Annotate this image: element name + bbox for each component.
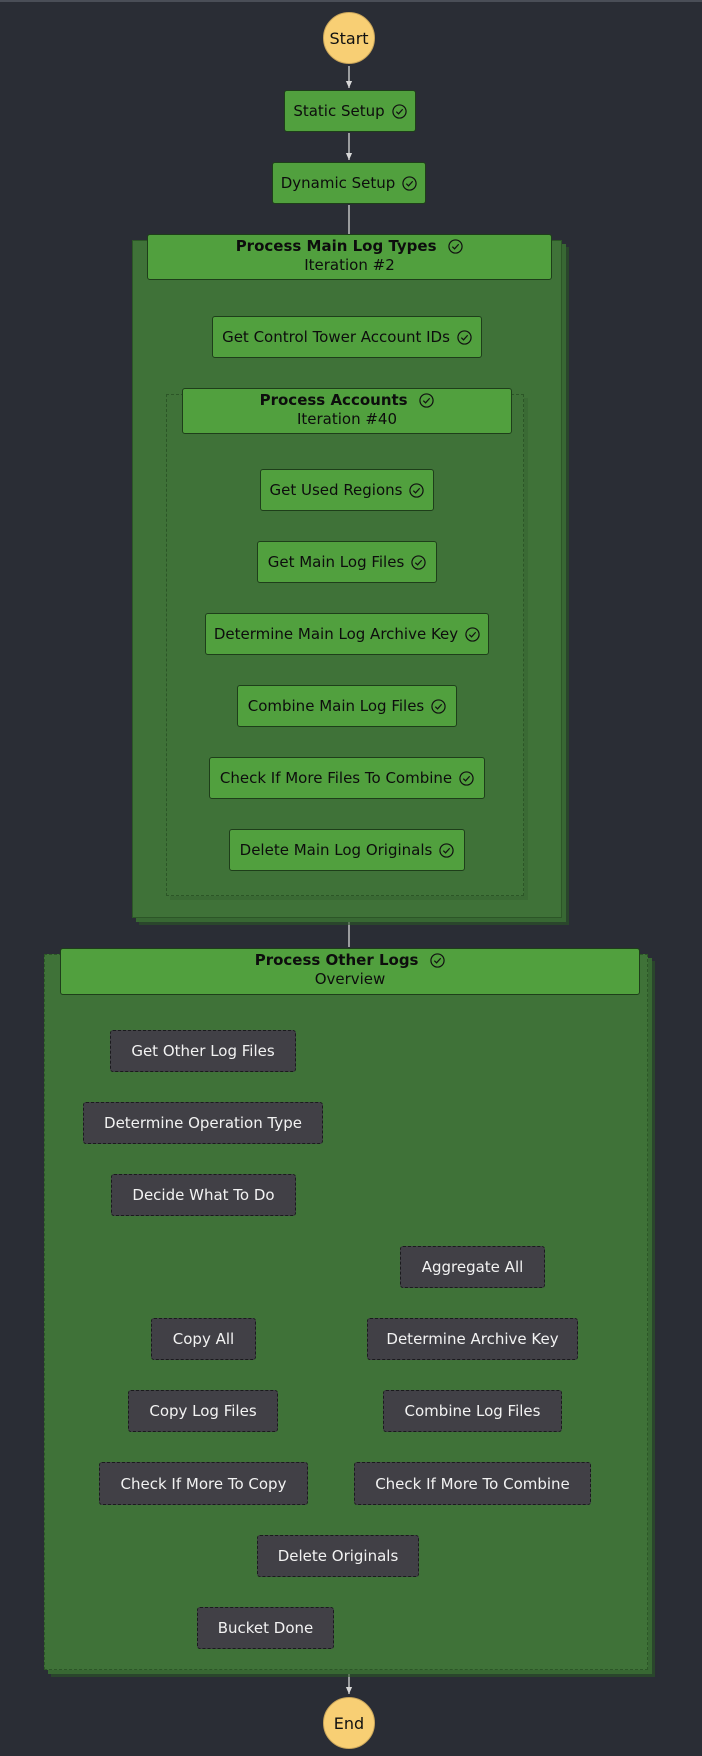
determine-archive-key-node[interactable]: Determine Archive Key: [367, 1318, 578, 1360]
check-circle-icon: [402, 175, 417, 191]
start-node[interactable]: Start: [323, 12, 375, 64]
node-label: Combine Main Log Files: [247, 697, 425, 715]
node-label: Check If More Files To Combine: [219, 769, 453, 787]
node-label: Decide What To Do: [132, 1186, 275, 1204]
check-circle-icon: [409, 482, 425, 498]
copy-log-files-node[interactable]: Copy Log Files: [128, 1390, 278, 1432]
group-subtitle: Overview: [314, 970, 386, 988]
check-more-to-copy-node[interactable]: Check If More To Copy: [99, 1462, 308, 1505]
group-subtitle: Iteration #2: [304, 256, 395, 274]
end-label: End: [333, 1713, 365, 1733]
start-label: Start: [329, 28, 369, 48]
node-label: Bucket Done: [217, 1619, 314, 1637]
check-circle-icon: [439, 842, 455, 858]
group-header-main-log-types[interactable]: Process Main Log Types Iteration #2: [147, 234, 552, 280]
node-label: Delete Main Log Originals: [239, 841, 433, 859]
end-node[interactable]: End: [323, 1697, 375, 1749]
node-label: Combine Log Files: [404, 1402, 541, 1420]
check-circle-icon: [430, 953, 445, 968]
group-title: Process Other Logs: [254, 951, 419, 969]
node-label: Copy All: [172, 1330, 235, 1348]
check-circle-icon: [448, 239, 463, 254]
check-more-files-combine-node[interactable]: Check If More Files To Combine: [209, 757, 485, 799]
check-circle-icon: [411, 554, 426, 570]
window-top-border: [0, 0, 702, 2]
node-label: Determine Operation Type: [104, 1114, 302, 1132]
node-label: Get Main Log Files: [267, 553, 405, 571]
aggregate-all-node[interactable]: Aggregate All: [400, 1246, 545, 1288]
group-subtitle: Iteration #40: [296, 410, 398, 428]
node-label: Aggregate All: [421, 1258, 524, 1276]
node-label: Get Used Regions: [269, 481, 403, 499]
node-label: Copy Log Files: [149, 1402, 257, 1420]
get-control-tower-ids-node[interactable]: Get Control Tower Account IDs: [212, 316, 482, 358]
copy-all-node[interactable]: Copy All: [151, 1318, 256, 1360]
get-main-log-files-node[interactable]: Get Main Log Files: [257, 541, 437, 583]
node-label: Get Control Tower Account IDs: [222, 328, 450, 346]
group-title: Process Accounts: [259, 391, 408, 409]
node-label: Dynamic Setup: [280, 174, 396, 192]
group-title: Process Main Log Types: [235, 237, 437, 255]
check-more-to-combine-node[interactable]: Check If More To Combine: [354, 1462, 591, 1505]
delete-main-originals-node[interactable]: Delete Main Log Originals: [229, 829, 465, 871]
get-other-log-files-node[interactable]: Get Other Log Files: [110, 1030, 296, 1072]
node-label: Get Other Log Files: [131, 1042, 275, 1060]
determine-operation-type-node[interactable]: Determine Operation Type: [83, 1102, 323, 1144]
check-circle-icon: [459, 770, 474, 786]
check-circle-icon: [465, 626, 480, 642]
delete-originals-node[interactable]: Delete Originals: [257, 1535, 419, 1577]
group-header-other-logs[interactable]: Process Other Logs Overview: [60, 948, 640, 995]
node-label: Determine Main Log Archive Key: [213, 625, 459, 643]
node-label: Static Setup: [293, 102, 385, 120]
node-label: Delete Originals: [277, 1547, 399, 1565]
static-setup-node[interactable]: Static Setup: [284, 90, 416, 132]
node-label: Check If More To Combine: [375, 1474, 570, 1493]
node-label: Check If More To Copy: [120, 1474, 287, 1493]
check-circle-icon: [419, 393, 435, 408]
dynamic-setup-node[interactable]: Dynamic Setup: [272, 162, 426, 204]
node-label: Determine Archive Key: [386, 1330, 559, 1348]
determine-main-archive-key-node[interactable]: Determine Main Log Archive Key: [205, 613, 489, 655]
combine-main-log-files-node[interactable]: Combine Main Log Files: [237, 685, 457, 727]
decide-what-to-do-node[interactable]: Decide What To Do: [111, 1174, 296, 1216]
check-circle-icon: [391, 103, 407, 119]
get-used-regions-node[interactable]: Get Used Regions: [260, 469, 434, 511]
bucket-done-node[interactable]: Bucket Done: [197, 1607, 334, 1649]
check-circle-icon: [457, 329, 472, 345]
check-circle-icon: [431, 698, 446, 714]
group-header-accounts[interactable]: Process Accounts Iteration #40: [182, 388, 512, 434]
combine-log-files-node[interactable]: Combine Log Files: [383, 1390, 562, 1432]
